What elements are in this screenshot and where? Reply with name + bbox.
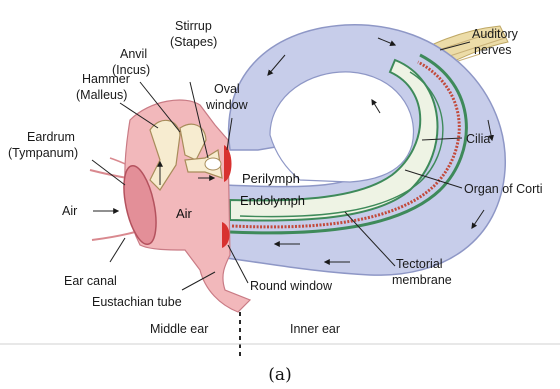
- outer-air-label: Air: [62, 204, 77, 218]
- auditory-nerves-label: Auditory: [472, 27, 519, 41]
- stirrup-sublabel: (Stapes): [170, 35, 217, 49]
- perilymph-label: Perilymph: [242, 171, 300, 186]
- organ-of-corti-label: Organ of Corti: [464, 182, 543, 196]
- ear-canal-label: Ear canal: [64, 274, 117, 288]
- hammer-sublabel: (Malleus): [76, 88, 127, 102]
- round-window-label: Round window: [250, 279, 333, 293]
- anvil-label: Anvil: [120, 47, 147, 61]
- oval-window-sublabel: window: [205, 98, 249, 112]
- anvil-sublabel: (Incus): [112, 63, 150, 77]
- eustachian-tube-label: Eustachian tube: [92, 295, 182, 309]
- cilia-label: Cilia: [466, 132, 490, 146]
- oval-window-label: Oval: [214, 82, 240, 96]
- inner-ear-label: Inner ear: [290, 322, 340, 336]
- tectorial-membrane-sublabel: membrane: [392, 273, 452, 287]
- middle-ear-label: Middle ear: [150, 322, 208, 336]
- stirrup-label: Stirrup: [175, 19, 212, 33]
- figure-caption: (a): [268, 365, 291, 385]
- tectorial-membrane-label: Tectorial: [396, 257, 443, 271]
- eardrum-label: Eardrum: [27, 130, 75, 144]
- eardrum-sublabel: (Tympanum): [8, 146, 78, 160]
- middle-air-label: Air: [176, 206, 193, 221]
- auditory-nerves-sublabel: nerves: [474, 43, 512, 57]
- endolymph-label: Endolymph: [240, 193, 305, 208]
